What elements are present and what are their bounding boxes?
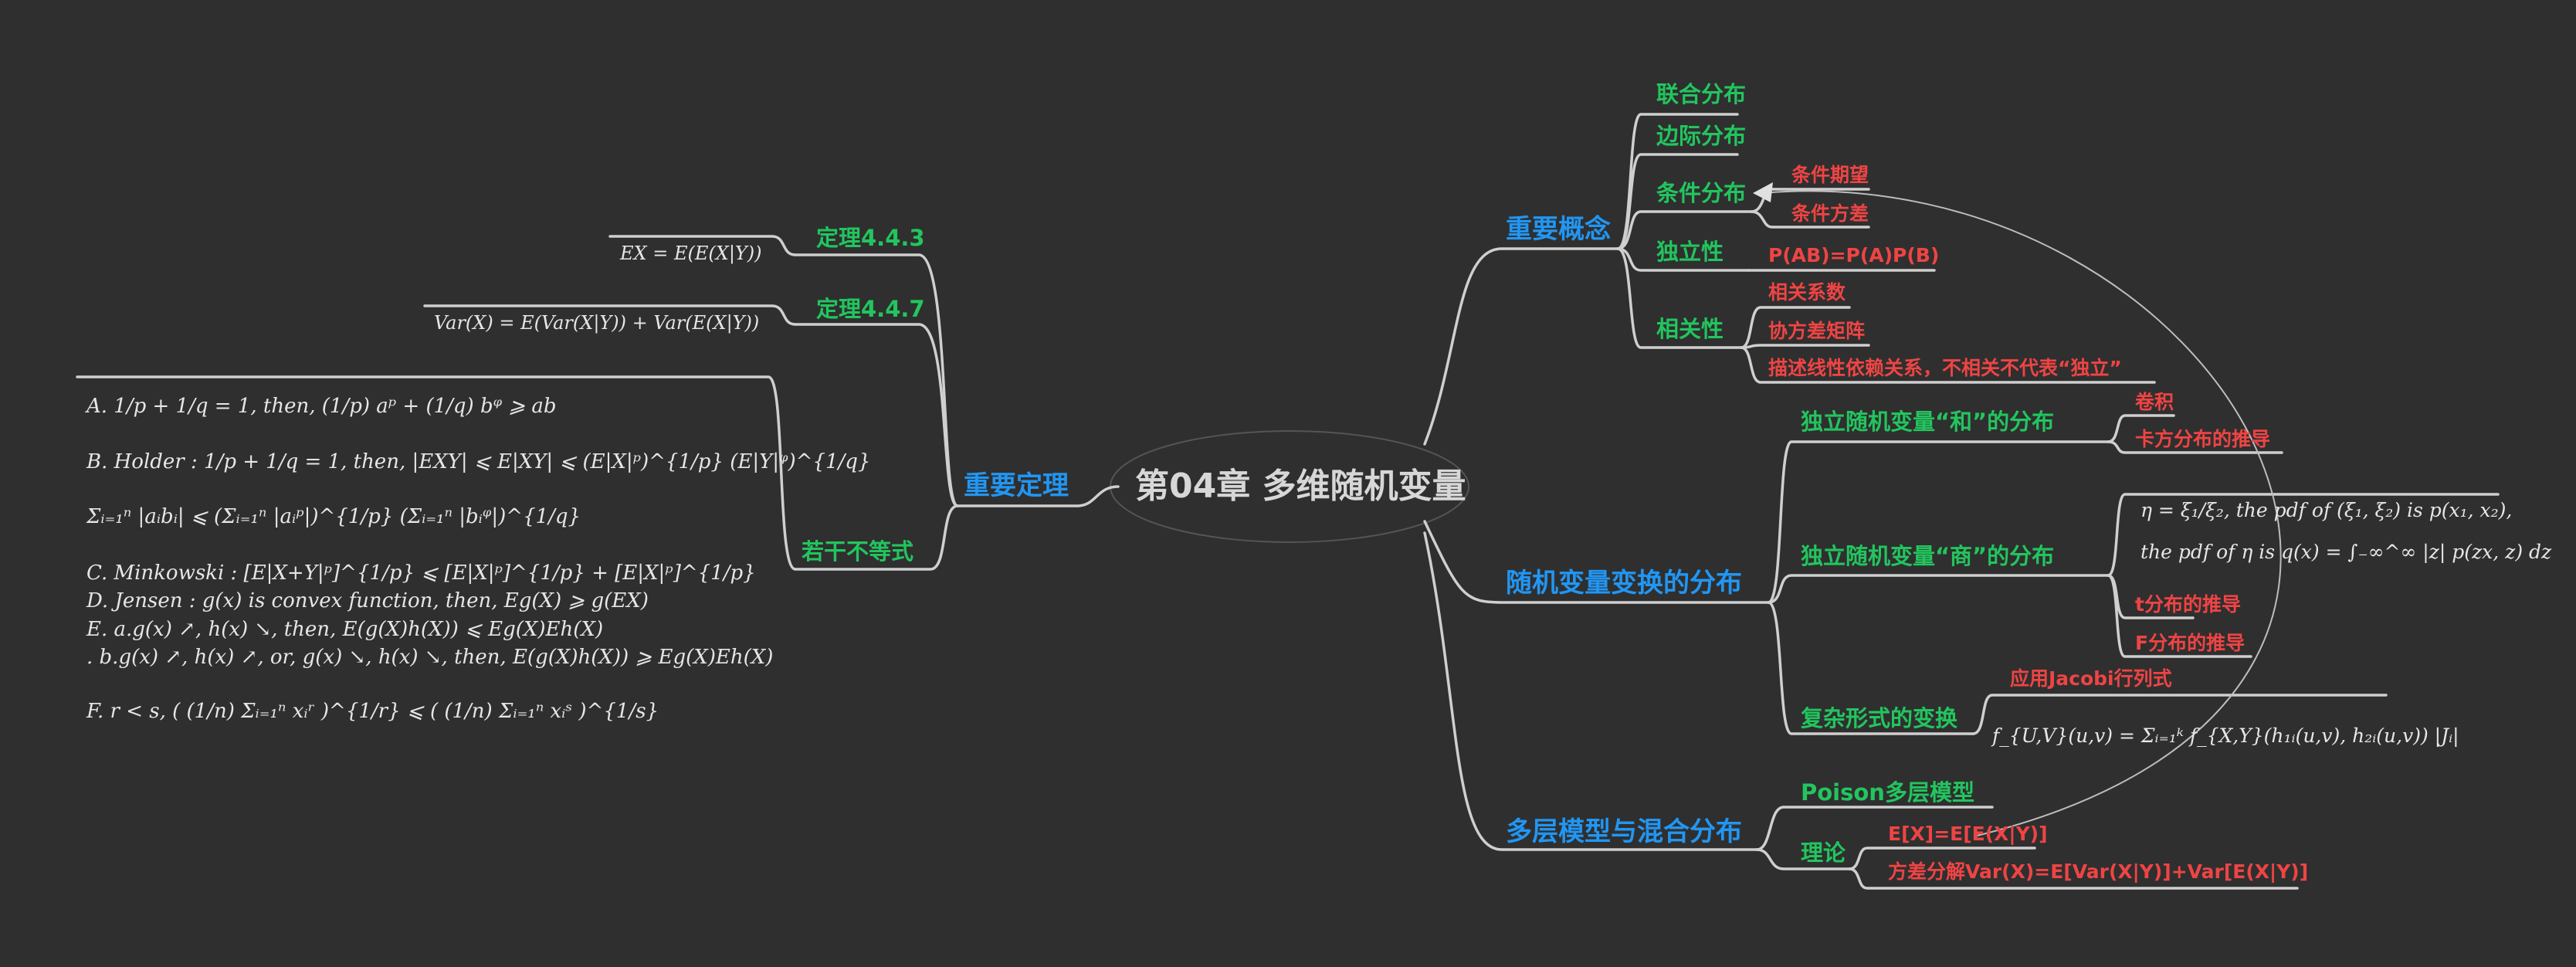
node-jacobi[interactable]: 应用Jacobi行列式 bbox=[2010, 667, 2172, 690]
node-inequalities[interactable]: 若干不等式 bbox=[802, 538, 914, 565]
node-total-expectation[interactable]: E[X]=E[E(X|Y)] bbox=[1888, 823, 2048, 845]
node-independence-formula[interactable]: P(AB)=P(A)P(B) bbox=[1768, 244, 1940, 266]
node-conditional-variance[interactable]: 条件方差 bbox=[1791, 202, 1869, 225]
node-linear-dependence-note[interactable]: 描述线性依赖关系，不相关不代表“独立” bbox=[1768, 357, 2122, 379]
node-complex-transform[interactable]: 复杂形式的变换 bbox=[1801, 705, 1958, 731]
node-sum-distribution[interactable]: 独立随机变量“和”的分布 bbox=[1801, 409, 2055, 435]
node-theorem-4-4-3[interactable]: 定理4.4.3 bbox=[816, 225, 925, 251]
inequality-d-jensen: D. Jensen : g(x) is convex function, the… bbox=[86, 589, 649, 612]
edge-root-theorems bbox=[956, 485, 1120, 507]
inequality-f: F. r < s, ( (1/n) Σᵢ₌₁ⁿ xᵢʳ )^{1/r} ⩽ ( … bbox=[86, 700, 659, 723]
root-node[interactable]: 第04章 多维随机变量 bbox=[1135, 467, 1466, 506]
node-chi-square-derivation[interactable]: 卡方分布的推导 bbox=[2135, 428, 2271, 450]
node-poisson-hierarchical[interactable]: Poison多层模型 bbox=[1801, 779, 1974, 806]
edge-root-hierarchical bbox=[1423, 531, 1758, 851]
node-quotient-distribution[interactable]: 独立随机变量“商”的分布 bbox=[1801, 543, 2055, 569]
theorem-4-4-7-formula: Var(X) = E(Var(X|Y)) + Var(E(X|Y)) bbox=[434, 312, 760, 334]
node-conditional-expectation[interactable]: 条件期望 bbox=[1791, 164, 1869, 186]
quotient-formula-line-2: the pdf of η is q(x) = ∫₋∞^∞ |z| p(zx, z… bbox=[2140, 541, 2552, 563]
inequality-a: A. 1/p + 1/q = 1, then, (1/p) aᵖ + (1/q)… bbox=[86, 395, 557, 418]
inequality-b-sum: Σᵢ₌₁ⁿ |aᵢbᵢ| ⩽ (Σᵢ₌₁ⁿ |aᵢᵖ|)^{1/p} (Σᵢ₌₁… bbox=[86, 505, 581, 528]
node-t-distribution-derivation[interactable]: t分布的推导 bbox=[2135, 593, 2241, 616]
node-independence[interactable]: 独立性 bbox=[1656, 239, 1724, 265]
node-important-concepts[interactable]: 重要概念 bbox=[1506, 214, 1611, 245]
theorem-4-4-3-formula: EX = E(E(X|Y)) bbox=[620, 243, 762, 264]
inequality-b-holder: B. Holder : 1/p + 1/q = 1, then, |EXY| ⩽… bbox=[86, 450, 871, 473]
quotient-formula-line-1: η = ξ₁/ξ₂, the pdf of (ξ₁, ξ₂) is p(x₁, … bbox=[2140, 499, 2513, 521]
node-convolution[interactable]: 卷积 bbox=[2135, 391, 2174, 413]
node-variance-decomposition[interactable]: 方差分解Var(X)=E[Var(X|Y)]+Var[E(X|Y)] bbox=[1888, 860, 2309, 883]
jacobi-formula: f_{U,V}(u,v) = Σᵢ₌₁ᵏ f_{X,Y}(h₁ᵢ(u,v), h… bbox=[1992, 724, 2459, 747]
node-joint-distribution[interactable]: 联合分布 bbox=[1656, 81, 1747, 107]
node-theorem-4-4-7[interactable]: 定理4.4.7 bbox=[816, 296, 925, 322]
node-marginal-distribution[interactable]: 边际分布 bbox=[1656, 123, 1747, 149]
node-theory[interactable]: 理论 bbox=[1801, 840, 1846, 866]
node-conditional-distribution[interactable]: 条件分布 bbox=[1656, 180, 1747, 206]
node-variable-transforms[interactable]: 随机变量变换的分布 bbox=[1506, 568, 1742, 599]
edge-marginal bbox=[1616, 153, 1739, 250]
node-hierarchical-models[interactable]: 多层模型与混合分布 bbox=[1506, 816, 1742, 847]
node-correlation[interactable]: 相关性 bbox=[1656, 316, 1724, 342]
node-correlation-coefficient[interactable]: 相关系数 bbox=[1768, 281, 1846, 304]
inequality-c-minkowski: C. Minkowski : [E|X+Y|ᵖ]^{1/p} ⩽ [E|X|ᵖ]… bbox=[86, 562, 756, 585]
inequality-e-b: . b.g(x) ↗, h(x) ↗, or, g(x) ↘, h(x) ↘, … bbox=[86, 646, 774, 669]
node-covariance-matrix[interactable]: 协方差矩阵 bbox=[1768, 320, 1866, 342]
relation-arrow bbox=[1753, 182, 2282, 836]
edge-root-concepts bbox=[1423, 247, 1619, 446]
edge-root-transforms bbox=[1423, 520, 1770, 604]
node-f-distribution-derivation[interactable]: F分布的推导 bbox=[2135, 632, 2246, 654]
inequality-e-a: E. a.g(x) ↗, h(x) ↘, then, E(g(X)h(X)) ⩽… bbox=[86, 618, 604, 641]
node-important-theorems[interactable]: 重要定理 bbox=[964, 470, 1069, 501]
